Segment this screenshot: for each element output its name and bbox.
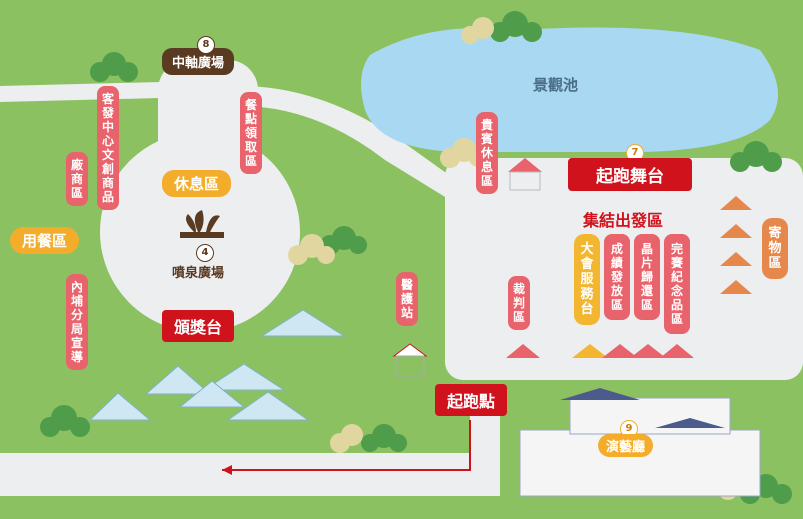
walkway-top (0, 82, 160, 102)
vendor-label: 廠商區 (66, 152, 88, 206)
souvenir-label: 完賽紀念品區 (664, 234, 690, 334)
theater-building (519, 388, 761, 497)
results-label: 成績發放區 (604, 234, 630, 320)
rest-area-label: 休息區 (162, 170, 232, 197)
bushes (40, 11, 792, 504)
pyramid-tents (88, 309, 346, 421)
medical-label: 醫護站 (396, 272, 418, 326)
gathering-area-label: 集結出發區 (583, 211, 664, 230)
bag-storage-label: 寄物區 (762, 218, 788, 279)
referee-label: 裁判區 (508, 276, 530, 330)
center-plaza-number: 8 (197, 36, 215, 54)
service-label: 大會服務台 (574, 234, 600, 325)
police-label: 內埔分局宣導 (66, 274, 88, 370)
dining-area-label: 用餐區 (10, 227, 80, 254)
vip-lounge-label: 貴賓休息區 (476, 112, 498, 194)
chip-return-label: 晶片歸還區 (634, 234, 660, 320)
center-plaza-badge: 中軸廣場 (162, 48, 235, 75)
fountain-number: 4 (196, 244, 214, 262)
theater-label: 演藝廳 (598, 434, 654, 457)
center-plaza-label: 中軸廣場 (172, 56, 225, 71)
walkway-diagonal (240, 86, 470, 200)
fountain-label: 噴泉廣場 (172, 266, 225, 281)
fountain-icon (180, 210, 224, 238)
route-arrow (222, 420, 471, 471)
lake-label: 景觀池 (533, 76, 579, 94)
walkway-bottom (0, 400, 500, 496)
culture-shop-label: 客發中心文創商品 (97, 86, 119, 210)
start-point-label: 起跑點 (435, 384, 508, 416)
start-stage-label: 起跑舞台 (568, 158, 692, 191)
lake (361, 27, 778, 152)
award-stage-label: 頒獎台 (162, 310, 235, 342)
canopy-tents (392, 158, 752, 377)
meal-pickup-label: 餐點領取區 (240, 92, 262, 174)
